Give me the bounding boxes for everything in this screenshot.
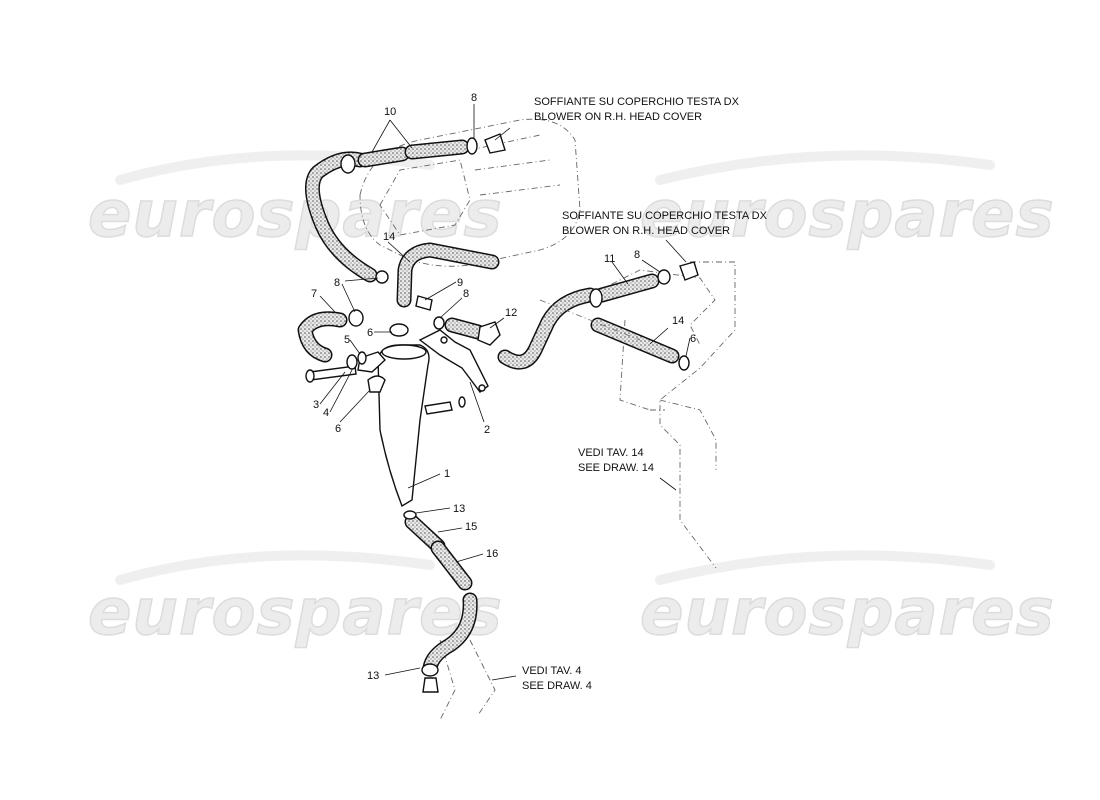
swoosh-top-right (655, 150, 995, 185)
watermark-group: eurospares eurospares eurospares eurospa… (87, 150, 1055, 651)
clamp-right-a (589, 288, 603, 308)
block-right-outline (659, 261, 736, 569)
block-right-inner (599, 269, 717, 470)
callout-6-top: 6 (367, 327, 373, 339)
callout-14-mid: 14 (383, 231, 395, 243)
note-blower-top-en: BLOWER ON R.H. HEAD COVER (534, 111, 702, 123)
clamp-13-mid (403, 510, 417, 520)
note-draw14-en: SEE DRAW. 14 (578, 462, 654, 474)
oil-separator-assembly (305, 323, 489, 508)
callout-8-left: 8 (334, 277, 340, 289)
clamp-8-left (375, 270, 389, 284)
callout-1: 1 (444, 468, 450, 480)
watermark-bottom-left: eurospares (88, 576, 503, 650)
callout-12: 12 (505, 307, 517, 319)
callout-14-right: 14 (672, 315, 684, 327)
callout-3: 3 (313, 399, 319, 411)
separator-cap (381, 344, 427, 360)
leader-lines (319, 104, 691, 681)
note-blower-top-it: SOFFIANTE SU COPERCHIO TESTA DX (534, 96, 740, 108)
callout-6-right: 6 (690, 333, 696, 345)
swoosh-bottom-left (115, 550, 435, 585)
callout-15: 15 (465, 521, 477, 533)
fitting-top-blower (484, 133, 506, 154)
callouts: 10 8 14 8 9 8 7 6 12 5 3 4 6 2 1 13 15 1… (311, 92, 696, 682)
clamp-8-right (657, 269, 671, 285)
callout-13-mid: 13 (453, 503, 465, 515)
note-draw4-it: VEDI TAV. 4 (522, 665, 582, 677)
ghost-outlines (359, 118, 736, 721)
head-cover-rib (469, 134, 561, 196)
watermark-top-right: eurospares (640, 178, 1055, 252)
callout-2: 2 (484, 424, 490, 436)
note-blower-right-en: BLOWER ON R.H. HEAD COVER (562, 225, 730, 237)
separator-mount (367, 375, 386, 393)
callout-6-left: 6 (335, 423, 341, 435)
callout-8-top: 8 (471, 92, 477, 104)
clamp-13-bottom (421, 663, 439, 677)
clamp-8-top (466, 137, 478, 155)
callout-9: 9 (457, 277, 463, 289)
head-cover-inner (379, 159, 471, 236)
fitting-right-blower (679, 261, 699, 281)
callout-5: 5 (344, 334, 350, 346)
drain-fitting (422, 677, 439, 693)
head-cover-outline (359, 118, 581, 267)
note-draw4-en: SEE DRAW. 4 (522, 680, 592, 692)
note-blower-right-it: SOFFIANTE SU COPERCHIO TESTA DX (562, 210, 768, 222)
callout-8-mid: 8 (463, 288, 469, 300)
callout-7: 7 (311, 288, 317, 300)
note-draw14-it: VEDI TAV. 14 (578, 447, 644, 459)
clamp-8-mid (433, 316, 445, 330)
washer-5 (357, 351, 367, 365)
clamp-8-hose7 (348, 309, 364, 327)
clamp-6-right (678, 355, 690, 371)
callout-11: 11 (604, 253, 615, 265)
hoses (297, 139, 680, 676)
bracket-bolt (424, 401, 453, 415)
fitting-12 (477, 321, 501, 346)
callout-13-bottom: 13 (367, 670, 379, 682)
watermark-top-left: eurospares (88, 178, 503, 252)
washer-4 (346, 354, 358, 370)
clamp-10 (340, 154, 356, 174)
callout-8-right: 8 (634, 249, 640, 261)
callout-4: 4 (323, 407, 329, 419)
watermark-bottom-right: eurospares (640, 576, 1055, 650)
cap-clamp-6 (389, 323, 409, 337)
fitting-9 (415, 295, 433, 311)
notes: SOFFIANTE SU COPERCHIO TESTA DX BLOWER O… (522, 96, 768, 692)
callout-16: 16 (486, 548, 498, 560)
bracket-2 (418, 329, 489, 393)
swoosh-bottom-right (655, 550, 995, 585)
block-right-lower (619, 319, 665, 411)
callout-10: 10 (384, 106, 396, 118)
